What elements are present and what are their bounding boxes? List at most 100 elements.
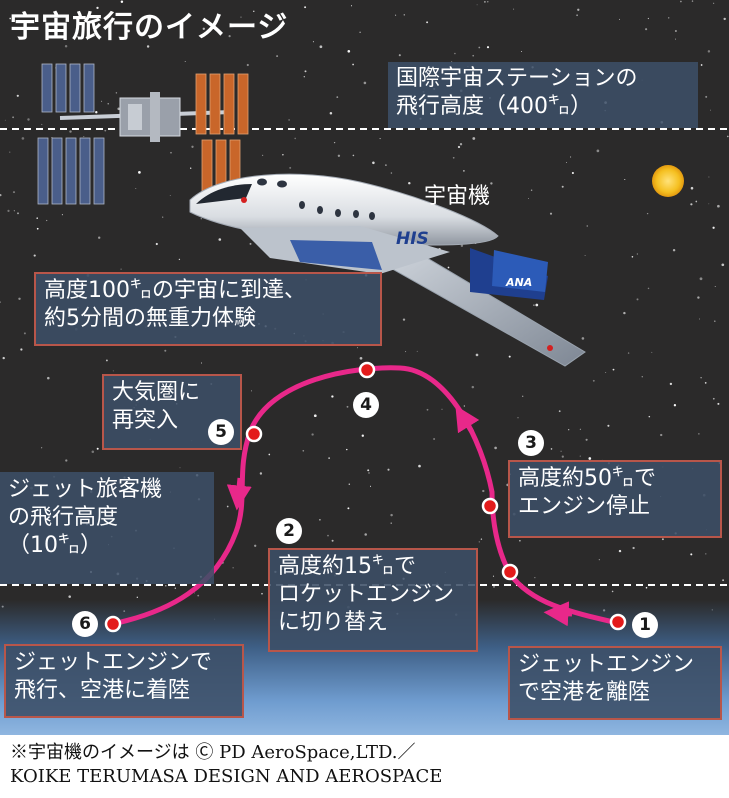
star <box>202 27 205 30</box>
star <box>105 359 108 362</box>
star <box>612 368 615 371</box>
star <box>232 567 234 569</box>
star <box>486 46 490 49</box>
star <box>570 156 572 158</box>
star <box>482 489 485 493</box>
arrow-icon <box>455 405 480 434</box>
star <box>268 453 271 456</box>
star <box>596 149 600 153</box>
star <box>372 161 375 165</box>
star <box>708 203 710 205</box>
star <box>549 212 553 215</box>
star <box>218 238 222 241</box>
iss-altitude-line1: 国際宇宙ステーションの <box>396 66 638 91</box>
star <box>346 405 349 408</box>
point-marker <box>358 361 376 379</box>
star <box>311 433 314 436</box>
star <box>672 248 676 252</box>
star <box>405 351 407 353</box>
star <box>282 154 284 156</box>
star <box>197 594 200 597</box>
star <box>690 203 693 206</box>
spaceplane-icon: HIS ANA <box>189 173 586 367</box>
step-1-number: 1 <box>632 612 658 638</box>
star <box>636 253 638 255</box>
star <box>337 154 341 157</box>
star <box>390 513 393 517</box>
star <box>433 438 436 440</box>
step-1-box: ジェットエンジン で空港を離陸 <box>508 646 722 720</box>
star <box>251 390 252 392</box>
star <box>107 103 109 105</box>
space-station-icon <box>37 63 249 205</box>
star <box>645 586 648 589</box>
star <box>704 382 707 384</box>
step-5-box: 大気圏に 再突入 <box>102 374 242 450</box>
star <box>712 397 715 400</box>
star <box>228 35 231 38</box>
star <box>713 2 715 4</box>
star <box>695 200 698 203</box>
star <box>364 533 367 536</box>
star <box>487 1 489 3</box>
star <box>120 268 122 270</box>
step-3-line1: 高度約50㌔で <box>518 466 656 491</box>
star <box>2 356 5 360</box>
step-3-line2: エンジン停止 <box>518 494 651 519</box>
star <box>674 29 677 33</box>
star <box>641 376 643 378</box>
star <box>558 410 561 413</box>
star <box>352 154 355 157</box>
star <box>460 244 464 247</box>
star <box>7 209 10 212</box>
star <box>21 137 25 140</box>
star <box>705 553 707 555</box>
star <box>174 587 176 589</box>
page-title: 宇宙旅行のイメージ <box>10 10 289 45</box>
star <box>135 188 137 189</box>
star <box>647 287 650 290</box>
star <box>117 107 120 111</box>
star <box>249 242 252 245</box>
star <box>561 455 564 458</box>
star <box>624 178 626 181</box>
step-2-number: 2 <box>276 518 302 544</box>
jet-altitude-line2: の飛行高度 <box>8 505 119 530</box>
step-2-line3: に切り替え <box>278 610 389 635</box>
star <box>490 182 493 185</box>
star <box>566 162 567 163</box>
star <box>584 255 586 256</box>
star <box>714 285 716 287</box>
star <box>41 123 43 125</box>
star <box>331 395 334 398</box>
star <box>717 204 720 208</box>
star <box>136 596 138 598</box>
star <box>726 135 729 138</box>
spaceplane-label: 宇宙機 <box>424 184 491 209</box>
star <box>402 318 406 321</box>
star <box>454 52 456 55</box>
star <box>535 303 539 307</box>
star <box>327 534 329 537</box>
star <box>352 63 354 66</box>
star <box>304 6 307 9</box>
star <box>632 546 635 550</box>
star <box>667 17 670 19</box>
star <box>303 76 305 78</box>
star <box>96 6 99 10</box>
star <box>533 304 535 306</box>
star <box>155 242 158 246</box>
star <box>513 8 515 10</box>
star <box>561 185 564 188</box>
star <box>403 14 406 16</box>
step-6-line1: ジェットエンジンで <box>14 650 213 675</box>
point-marker <box>481 497 499 515</box>
star <box>240 16 242 18</box>
star <box>588 457 592 460</box>
star <box>333 141 336 144</box>
star <box>347 49 351 53</box>
star <box>560 450 562 452</box>
star <box>690 186 694 190</box>
star <box>83 136 85 138</box>
star <box>98 236 101 239</box>
